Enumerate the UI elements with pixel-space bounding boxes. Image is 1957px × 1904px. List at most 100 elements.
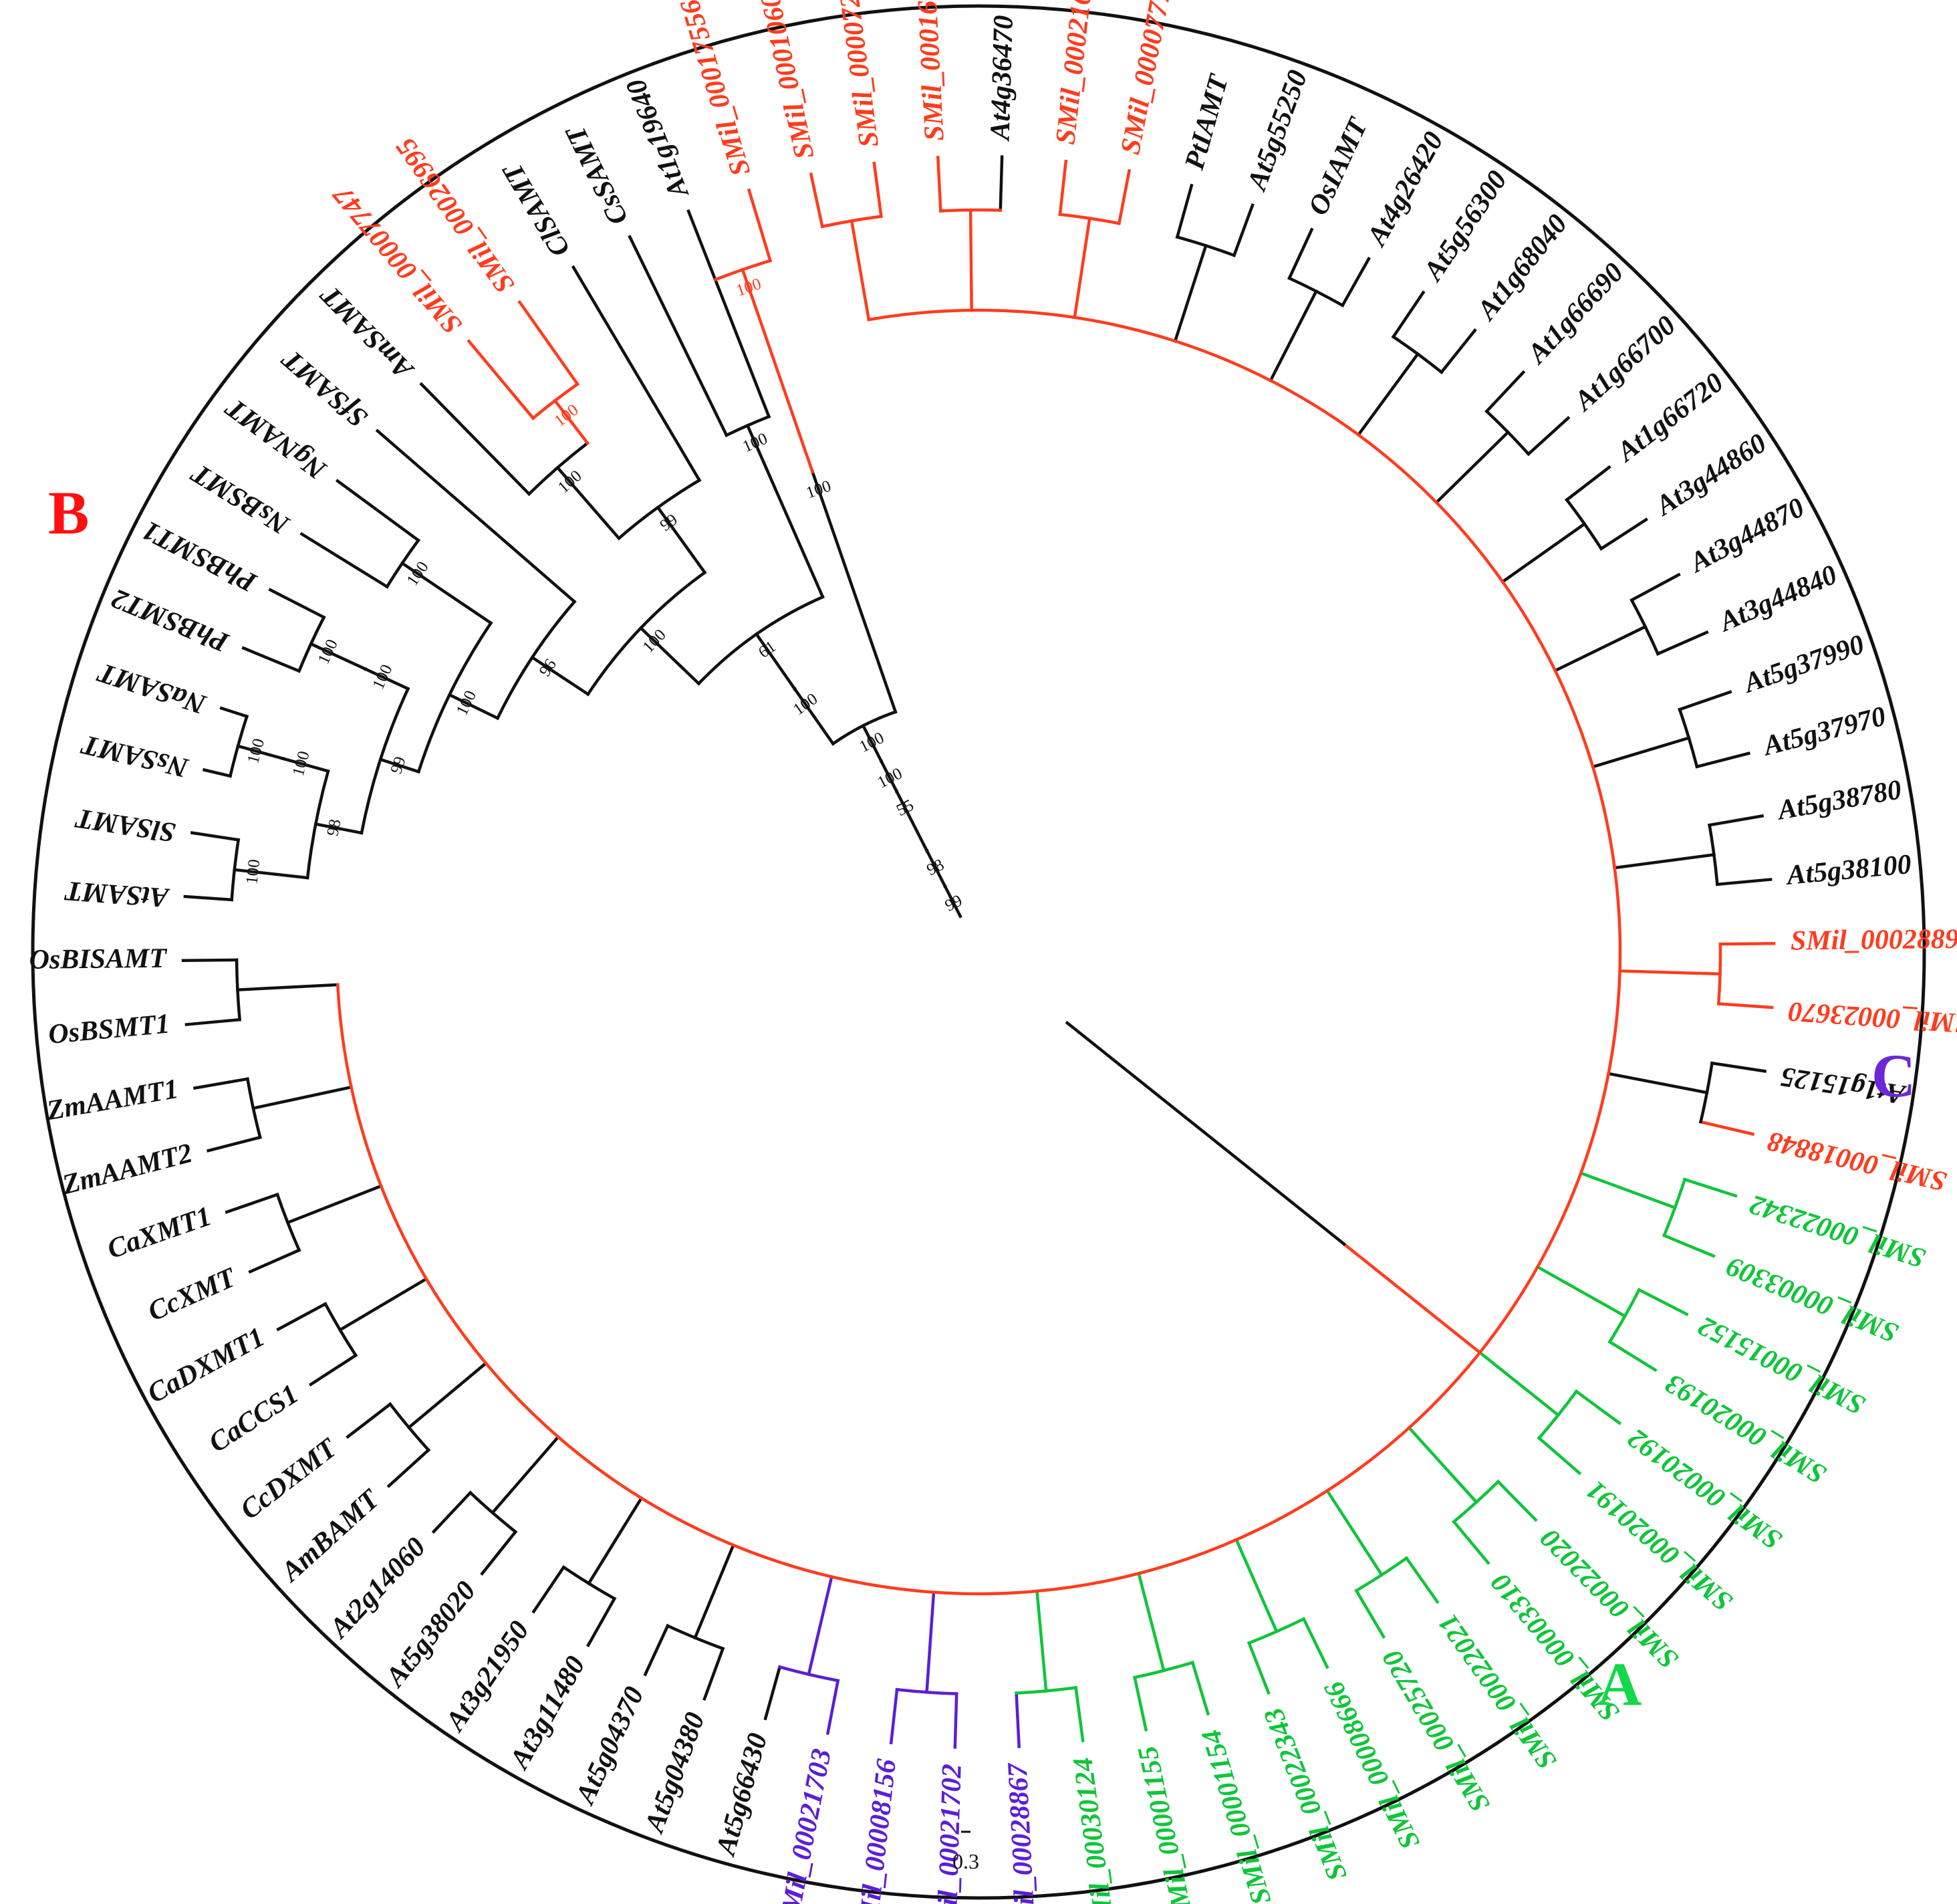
leaf-branch [953, 1692, 958, 1749]
bootstrap-value: 100 [369, 662, 396, 692]
internal-branch [1173, 243, 1208, 344]
internal-branch [338, 1276, 428, 1332]
bootstrap-value: 100 [404, 558, 432, 589]
leaf-branch [1439, 328, 1477, 374]
leaf-branch [375, 429, 577, 604]
leaf-branch [1565, 465, 1611, 502]
bootstrap-value: 100 [790, 690, 821, 719]
leaf-label: SMil_00008156 [852, 1758, 902, 1904]
leaf-label: At5g37970 [1758, 701, 1889, 762]
leaf-branch [686, 209, 771, 419]
leaf-label: SMil_00001155 [1132, 1744, 1200, 1904]
leaf-label: At5g04380 [638, 1709, 711, 1838]
leaf-label: At3g21950 [439, 1616, 535, 1738]
leaf-branch [809, 172, 824, 229]
clade-arc [305, 769, 330, 880]
leaf-branch [1629, 572, 1681, 602]
clade-arc [495, 599, 577, 721]
leaf-branch [1718, 941, 1776, 946]
internal-branch [378, 757, 421, 774]
leaf-label: SlSAMT [73, 802, 178, 848]
leaf-label: OsBISAMT [29, 943, 168, 975]
leaf-branch [1695, 751, 1751, 769]
scale-bar-label: 0.3 [952, 1849, 979, 1873]
internal-branch [1407, 1425, 1479, 1505]
clade-arc [831, 710, 898, 746]
leaf-label: NaSAMT [93, 656, 210, 720]
internal-branch [810, 469, 898, 714]
leaf-label: At5g04370 [569, 1682, 650, 1810]
leaf-label: SMil_00028867 [1003, 1761, 1043, 1904]
leaf-label: OsIAMT [1303, 112, 1374, 220]
group-label-c: C [1871, 1042, 1916, 1110]
internal-branch [1606, 1072, 1709, 1094]
leaf-branch [1404, 1556, 1440, 1604]
leaf-branch [1015, 1691, 1021, 1748]
leaf-branch [241, 646, 301, 673]
leaf-branch [1133, 1675, 1148, 1732]
leaf-labels: AtSAMTSlSAMTNsSAMTNaSAMTPhBSMT2PhBSMT1Ns… [29, 0, 1957, 1904]
bootstrap-value: 55 [894, 796, 917, 820]
leaf-branch [181, 958, 239, 963]
bootstrap-value: 96 [536, 656, 560, 680]
leaf-branch [1678, 690, 1732, 712]
clade-arc [416, 620, 493, 774]
leaf-label: At4g36470 [985, 15, 1019, 142]
internal-branch [251, 1085, 354, 1110]
internal-branch [656, 505, 707, 575]
leaf-branch [517, 300, 580, 386]
bootstrap-value: 61 [755, 637, 779, 661]
leaf-branch [1190, 1660, 1210, 1716]
leaf-label: SMil_00010605 [752, 0, 820, 162]
bootstrap-value: 98 [323, 818, 344, 838]
leaf-branch [1682, 1177, 1738, 1198]
leaf-label: SMil_00007297 [830, 0, 885, 149]
bootstrap-value: 100 [875, 765, 906, 792]
internal-branch [1268, 289, 1319, 383]
tree-branches [181, 155, 1776, 1749]
internal-branch [400, 561, 493, 626]
internal-branch [861, 723, 884, 763]
leaf-branch [1715, 878, 1773, 886]
bootstrap-value: 100 [243, 858, 263, 885]
leaf-branch [1710, 1061, 1767, 1073]
leaf-branch [184, 1018, 242, 1026]
internal-branch [1341, 1241, 1482, 1355]
leaf-label: PtIAMT [1179, 70, 1235, 174]
leaf-label: SMil_00017556 [674, 0, 757, 179]
bootstrap-value: 100 [804, 477, 833, 503]
leaf-branch [1391, 290, 1426, 339]
internal-branch [586, 1496, 644, 1586]
leaf-branch [1526, 416, 1571, 457]
leaf-label: SMil_00001154 [1196, 1726, 1277, 1904]
leaf-branch [1354, 1588, 1386, 1639]
internal-branch [1325, 1488, 1384, 1577]
internal-branch [807, 1574, 833, 1677]
leaf-branch [248, 1248, 301, 1274]
leaf-label: PhBSMT1 [138, 515, 262, 598]
bootstrap-value: 99 [657, 511, 681, 536]
leaf-label: CaXMT1 [104, 1201, 215, 1265]
leaf-branch [1117, 168, 1132, 225]
leaf-branch [1716, 1002, 1774, 1009]
leaf-label: NgNAMT [219, 391, 332, 485]
internal-branch [924, 848, 948, 889]
clade-arc [527, 441, 590, 497]
internal-branch [1356, 352, 1420, 437]
bootstrap-value: 99 [387, 755, 409, 776]
leaf-branch [872, 161, 883, 219]
leaf-branch [1496, 1479, 1538, 1522]
leaf-branch [1537, 1435, 1582, 1475]
leaf-branch [1637, 1288, 1689, 1316]
leaf-label: PhBSMT2 [108, 582, 234, 658]
leaf-label: At5g66430 [710, 1730, 773, 1861]
bootstrap-value: 100 [289, 749, 313, 778]
leaf-label: SMil_00021702 [932, 1764, 968, 1904]
internal-branch [792, 687, 835, 746]
leaf-label: SMil_00018848 [1765, 1125, 1950, 1197]
clade-arc [228, 714, 249, 778]
leaf-branch [206, 1135, 262, 1153]
bootstrap-value: 100 [315, 636, 342, 667]
leaf-label: OsBSMT1 [47, 1009, 170, 1050]
